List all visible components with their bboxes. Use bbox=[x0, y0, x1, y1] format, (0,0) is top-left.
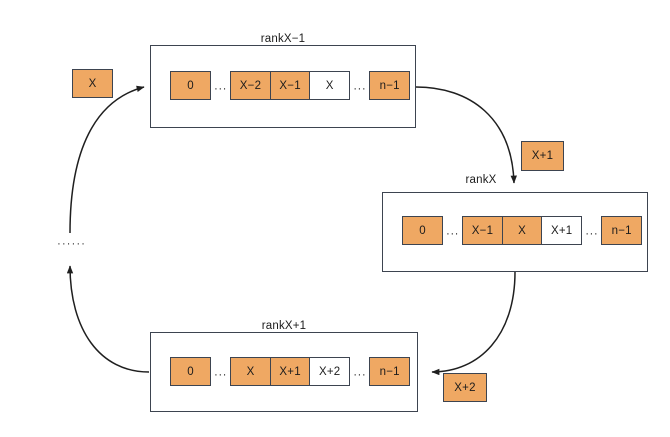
cell-gap-dots-rankx-plus-1-left: ··· bbox=[214, 369, 227, 382]
cycle-ellipsis-label: ······ bbox=[57, 238, 86, 250]
rank-label-rankx-plus-1: rankX+1 bbox=[261, 320, 307, 332]
cell-rankx-minus-1-nminus1: n−1 bbox=[369, 71, 411, 100]
token-box-x: X bbox=[72, 69, 113, 98]
arrow-ellipsis-to-rankx-minus-1 bbox=[69, 85, 145, 234]
rank-label-rankx-minus-1: rankX−1 bbox=[260, 33, 306, 45]
cell-rankx-plus-1-nminus1: n−1 bbox=[369, 357, 411, 386]
cell-rankx-plus-1-0: 0 bbox=[170, 357, 211, 386]
cell-rankx-nminus1: n−1 bbox=[601, 216, 643, 245]
cell-gap-dots-rankx-right: ··· bbox=[585, 228, 599, 241]
arrow-rankx-to-rankx-plus-1 bbox=[431, 271, 516, 376]
cell-gap-dots-rankx-minus-1-left: ··· bbox=[214, 83, 227, 96]
arrow-rankx-minus-1-to-rankx bbox=[415, 86, 517, 184]
cell-rankx-plus-1-xplus1: X+1 bbox=[269, 357, 311, 386]
cell-rankx-minus-1-x: X bbox=[309, 71, 351, 100]
rank-cells-rankx-plus-1: 0 ··· X X+1 X+2 ··· n−1 bbox=[170, 357, 411, 386]
rank-cells-rankx-minus-1: 0 ··· X−2 X−1 X ··· n−1 bbox=[170, 71, 411, 100]
cell-rankx-minus-1-xminus2: X−2 bbox=[230, 71, 271, 100]
cell-rankx-0: 0 bbox=[402, 216, 443, 245]
token-box-x-plus-1: X+1 bbox=[521, 141, 564, 171]
cell-rankx-xplus1: X+1 bbox=[541, 216, 583, 245]
token-box-x-plus-2: X+2 bbox=[443, 373, 487, 402]
cell-gap-dots-rankx-plus-1-right: ··· bbox=[353, 369, 367, 382]
cell-rankx-minus-1-0: 0 bbox=[170, 71, 211, 100]
rank-cells-rankx: 0 ··· X−1 X X+1 ··· n−1 bbox=[402, 216, 643, 245]
cell-rankx-plus-1-xplus2: X+2 bbox=[309, 357, 351, 386]
arrow-rankx-plus-1-to-ellipsis bbox=[66, 265, 150, 373]
rank-label-rankx: rankX bbox=[465, 174, 497, 186]
cell-rankx-x: X bbox=[501, 216, 543, 245]
cell-rankx-plus-1-x: X bbox=[230, 357, 271, 386]
cell-rankx-xminus1: X−1 bbox=[462, 216, 503, 245]
cell-gap-dots-rankx-minus-1-right: ··· bbox=[353, 83, 367, 96]
cell-rankx-minus-1-xminus1: X−1 bbox=[269, 71, 311, 100]
cell-gap-dots-rankx-left: ··· bbox=[446, 228, 459, 241]
